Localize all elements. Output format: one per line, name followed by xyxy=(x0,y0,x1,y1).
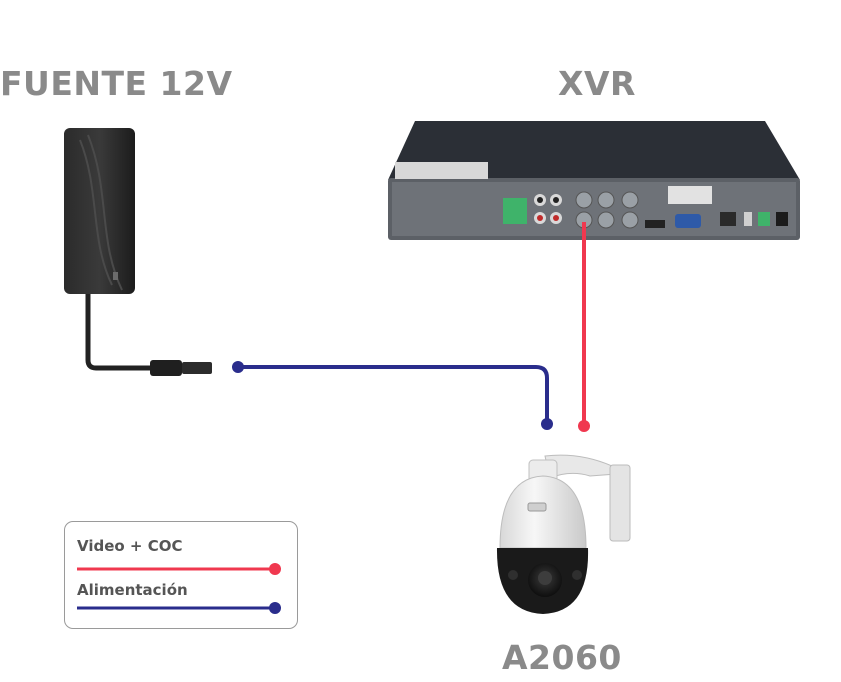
legend-video-label: Video + COC xyxy=(77,537,183,555)
legend-power-label: Alimentación xyxy=(77,581,188,599)
power-supply-image xyxy=(64,128,212,376)
xvr-image xyxy=(388,121,800,240)
video-coc-endpoint xyxy=(578,420,590,432)
camera-label: A2060 xyxy=(502,638,622,677)
power-supply-label: FUENTE 12V xyxy=(0,64,233,103)
power-cable xyxy=(238,365,549,424)
legend-power-line xyxy=(77,602,281,614)
power-cable-end xyxy=(541,418,553,430)
xvr-label: XVR xyxy=(558,64,636,103)
legend-video-line xyxy=(77,563,281,575)
ptz-camera-image xyxy=(496,454,631,614)
legend-box: Video + COC Alimentación xyxy=(64,521,298,629)
